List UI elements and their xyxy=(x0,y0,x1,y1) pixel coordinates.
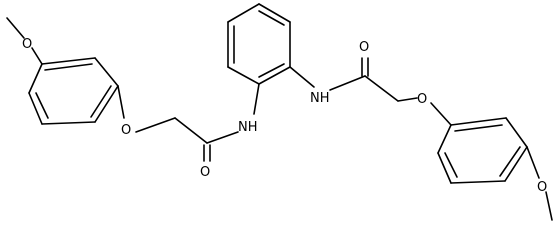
bond xyxy=(545,191,553,221)
bond xyxy=(41,121,96,125)
bond xyxy=(94,57,119,87)
atom-o-ether-left: O xyxy=(121,123,131,138)
bond xyxy=(94,85,119,123)
atom-o-ether-right: O xyxy=(417,92,427,107)
atom-o-carbonyl-left: O xyxy=(200,165,210,180)
bond xyxy=(450,117,507,126)
atom-label-layer: O O NH O NH O O O xyxy=(22,37,547,195)
bond xyxy=(44,63,93,71)
bond xyxy=(28,63,43,94)
bond xyxy=(28,92,43,125)
bond xyxy=(444,152,458,178)
bond xyxy=(364,75,399,102)
bond xyxy=(6,17,25,39)
bond xyxy=(258,63,285,78)
bond xyxy=(174,117,208,144)
atom-nh-amide-right: NH xyxy=(310,91,330,106)
bond xyxy=(397,97,418,102)
atom-o-methoxy-left: O xyxy=(22,37,32,52)
bond xyxy=(329,75,366,91)
bond xyxy=(454,124,503,132)
bond xyxy=(437,124,452,154)
bond xyxy=(505,117,528,148)
bond xyxy=(117,85,125,119)
bond-layer xyxy=(6,3,553,221)
bond xyxy=(526,146,540,179)
bond xyxy=(31,47,43,65)
bond xyxy=(437,152,452,184)
bond xyxy=(258,10,285,26)
atom-o-carbonyl-right: O xyxy=(359,40,369,55)
bond xyxy=(258,3,291,23)
bond xyxy=(90,85,112,118)
bond xyxy=(430,102,452,126)
bond xyxy=(35,92,49,119)
bond xyxy=(206,131,239,144)
bond xyxy=(504,146,528,182)
bond xyxy=(499,146,521,177)
bond xyxy=(41,57,96,65)
bond xyxy=(227,66,260,85)
molecule-structure: O O NH O NH O O O xyxy=(6,3,553,221)
atom-o-methoxy-right: O xyxy=(537,180,547,195)
bond xyxy=(253,83,260,115)
bond xyxy=(450,180,506,184)
bond xyxy=(135,117,176,133)
bond xyxy=(258,66,291,85)
atom-nh-amide-left: NH xyxy=(238,120,258,135)
bond xyxy=(289,66,315,88)
bond xyxy=(227,3,260,23)
